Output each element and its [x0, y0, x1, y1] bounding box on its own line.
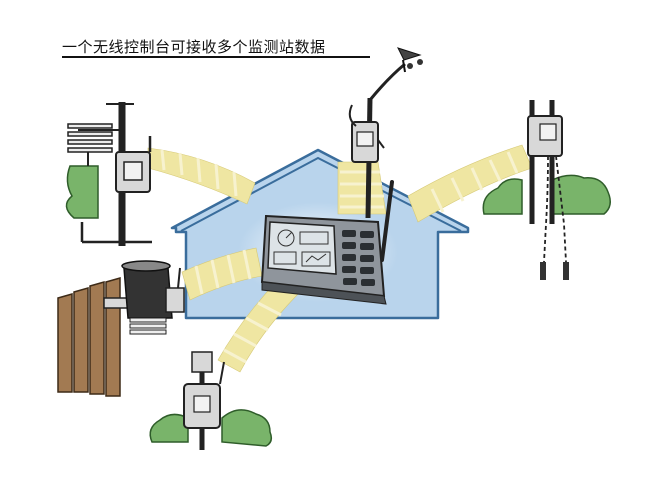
diagram-title: 一个无线控制台可接收多个监测站数据: [62, 38, 326, 56]
wireless-console-icon: [260, 180, 394, 305]
radiation-shield-icon: [65, 102, 152, 246]
console-screen: [267, 221, 337, 275]
signal-wave-top-center: [337, 161, 387, 215]
console-antenna: [380, 180, 394, 262]
title-underline: [62, 56, 370, 58]
leaf-wetness-station-icon: [149, 351, 273, 450]
console-buttons: [342, 230, 375, 286]
soil-moisture-station-icon: [482, 100, 611, 280]
rain-gauge-icon: [57, 260, 185, 397]
signal-waves: [147, 144, 533, 373]
fence: [57, 277, 121, 397]
signal-wave-top-left: [147, 147, 256, 205]
bush-left: [65, 165, 99, 219]
anemometer-icon: [348, 47, 423, 219]
signal-wave-top-right: [407, 144, 533, 223]
signal-wave-bottom: [217, 279, 303, 373]
